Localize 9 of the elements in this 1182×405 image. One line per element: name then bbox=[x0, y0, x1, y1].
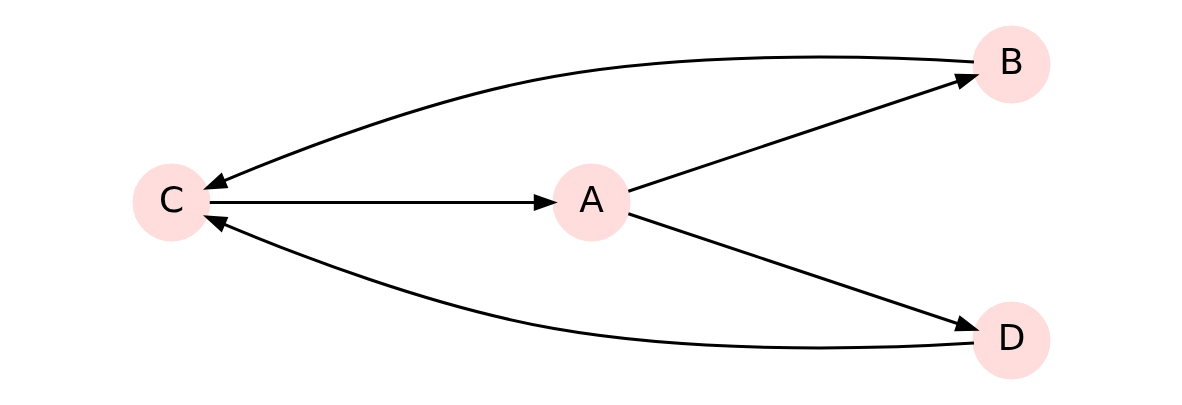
node-circle: C bbox=[132, 163, 210, 242]
node-circle: B bbox=[972, 25, 1050, 104]
arrow bbox=[627, 212, 980, 332]
node-circle: D bbox=[972, 301, 1050, 380]
arrow bbox=[202, 55, 974, 190]
arrow bbox=[627, 73, 980, 193]
arrow bbox=[202, 215, 974, 350]
node-circle: A bbox=[552, 163, 630, 242]
arrow bbox=[209, 194, 558, 211]
